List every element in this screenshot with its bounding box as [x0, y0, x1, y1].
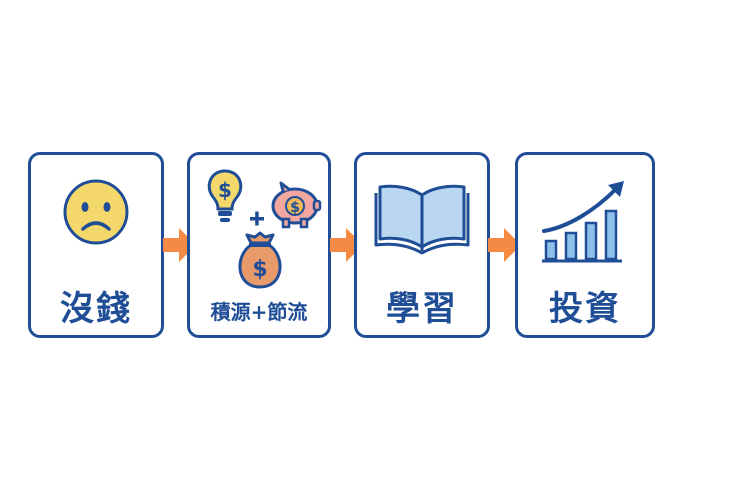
step-label: 學習	[386, 289, 458, 329]
plus-icon	[250, 211, 264, 226]
open-book-icon	[374, 184, 470, 255]
step-card-learning: 學習	[354, 152, 490, 338]
svg-text:$: $	[290, 200, 300, 216]
lightbulb-dollar-icon: $	[207, 169, 243, 222]
money-bag-icon: $	[238, 231, 282, 289]
arrow-right-icon	[330, 228, 363, 262]
growth-chart-icon	[542, 181, 624, 263]
money-ideas-icon: $ $ $	[207, 169, 322, 289]
arrow-right-icon	[488, 228, 521, 262]
step-card-investing: 投資	[515, 152, 655, 338]
step-card-save-money: $ $ $ 積源+節流	[187, 152, 331, 338]
svg-text:$: $	[218, 178, 232, 202]
arrow-right-icon	[163, 228, 196, 262]
piggy-bank-icon: $	[271, 181, 322, 229]
step-label: 沒錢	[60, 289, 132, 329]
step-card-no-money: 沒錢	[28, 152, 164, 338]
step-label: 投資	[549, 289, 621, 329]
step-label: 積源+節流	[210, 300, 308, 324]
svg-text:$: $	[252, 257, 267, 282]
sad-face-icon	[63, 179, 129, 245]
